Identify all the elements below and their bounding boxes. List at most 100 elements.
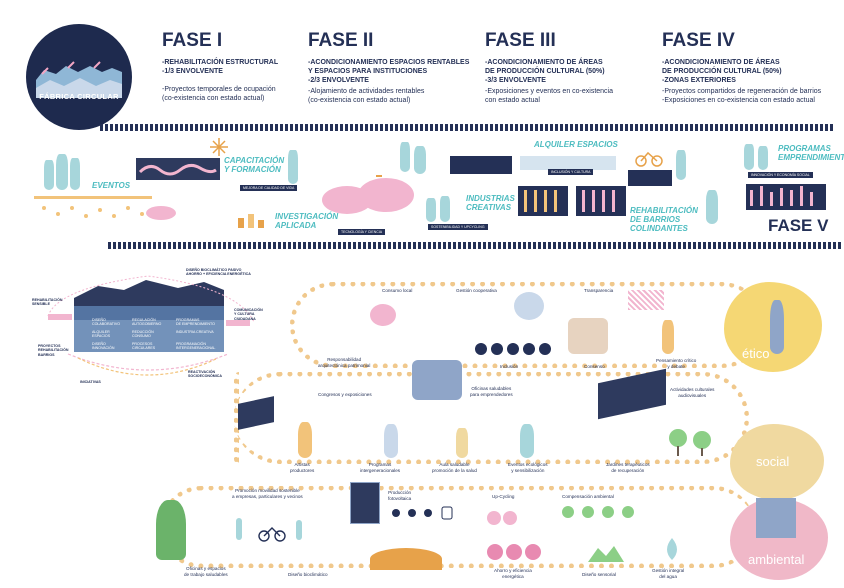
green-facade-image <box>156 500 186 560</box>
cooperative-icon <box>514 292 544 320</box>
upcycling-icon <box>487 511 517 525</box>
diagram-inner-label: PROGRAMACIÓN INTERGENERACIONAL <box>176 342 216 351</box>
mobility-icons <box>236 518 302 542</box>
diagram-inner-label: DISEÑO INNOVACIÓN <box>92 342 115 351</box>
phase-2: FASE II -ACONDICIONAMIENTO ESPACIOS RENT… <box>308 30 469 105</box>
phase-1: FASE I -REHABILITACIÓN ESTRUCTURAL -1/3 … <box>162 30 278 103</box>
person-figure <box>520 424 534 458</box>
diagram-inner-label: PROGRAMAS DE EMPRENDIMIENTO <box>176 318 215 327</box>
band-label-capacitacion: CAPACITACIÓN Y FORMACIÓN <box>224 156 285 174</box>
person-figure <box>426 198 436 222</box>
skyline-image <box>756 498 796 538</box>
person-figure <box>56 154 68 190</box>
phase-3: FASE III -ACONDICIONAMIENTO DE ÁREAS DE … <box>485 30 613 105</box>
phase-line: -3/3 ENVOLVENTE <box>485 77 546 84</box>
diagram-inner-label: PROCESOS CIRCULARES <box>132 342 156 351</box>
etico-loop <box>290 282 765 368</box>
value-label: Jardines terapéuticos de recuperación <box>606 462 650 473</box>
phase-4: FASE IV -ACONDICIONAMIENTO DE ÁREAS DE P… <box>662 30 821 105</box>
value-label: Transparencia <box>584 288 614 293</box>
value-label: Oficinas y espacios de trabajo saludable… <box>184 566 228 577</box>
person-figure <box>706 190 718 224</box>
bioclimatic-image <box>370 548 442 570</box>
bike-icon <box>635 151 663 167</box>
ambiental-blob-label: ambiental <box>748 552 805 567</box>
lab-icon <box>238 214 264 228</box>
phase-line: -REHABILITACIÓN ESTRUCTURAL <box>162 59 279 66</box>
city-skyline <box>746 184 826 210</box>
person-figure <box>744 144 754 170</box>
phase-line: -ZONAS EXTERIORES <box>662 77 736 84</box>
tree-icon <box>669 429 711 456</box>
value-label: Gestión integral del agua <box>652 568 685 579</box>
value-label: Inclusión <box>500 364 519 369</box>
person-figure <box>676 150 686 180</box>
person-figure <box>440 196 450 222</box>
value-label: Gestión cooperativa <box>456 288 497 293</box>
neighborhood-block <box>628 170 672 186</box>
transparency-image <box>628 290 664 310</box>
person-figure <box>288 150 298 184</box>
etico-blob-label: ético <box>742 346 770 361</box>
tech-cluster <box>322 176 414 220</box>
diagram-shapes <box>47 275 255 376</box>
diagram-right-label: REACTIVACIÓN SOCIOECONÓMICA <box>188 370 222 379</box>
value-label: Promoción movilidad sostenible a empresa… <box>232 488 303 499</box>
phase-note: -Alojamiento de actividades rentables <box>308 88 425 95</box>
logo-badge <box>26 24 132 130</box>
efficiency-icons <box>487 544 541 560</box>
phase-line: -1/3 ENVOLVENTE <box>162 68 223 75</box>
value-label: Oficinas saludables para emprendedores <box>470 386 513 397</box>
phase-note: -Proyectos compartidos de regeneración d… <box>662 88 822 95</box>
tag-mejora: MEJORA DE CALIDAD DE VIDA <box>240 185 298 191</box>
energy-icons <box>392 506 453 520</box>
person-figure <box>456 428 468 458</box>
factory-roof-icon <box>36 61 122 98</box>
phase-line: -ACONDICIONAMIENTO DE ÁREAS <box>662 59 780 66</box>
rental-building <box>518 186 568 216</box>
person-figure <box>44 160 54 190</box>
diagram-top-label: DISEÑO BIOCLIMÁTICO PASIVO AHORRO + EFIC… <box>186 268 251 277</box>
person-figure <box>770 300 784 354</box>
value-label: Diseño sensorial <box>582 572 616 577</box>
inclusion-icons <box>475 343 551 355</box>
value-label: Diseño bioclimático <box>288 572 328 577</box>
value-label: Aula saludable promoción de la salud <box>432 462 477 473</box>
tag-sostenibilidad: SOSTENIBILIDAD Y UPCYCLING <box>428 224 488 230</box>
value-label: Pensamiento crítico y debate <box>656 358 697 369</box>
timeline-rail-top <box>100 124 834 131</box>
tag-innovacion: INNOVACIÓN Y ECONOMÍA SOCIAL <box>748 172 813 178</box>
value-label: Responsabilidad arquitectónica patrimoni… <box>318 357 371 368</box>
fase-v-label: FASE V <box>768 216 829 235</box>
logo-text: FÁBRICA CIRCULAR <box>39 92 119 101</box>
band-label-alquiler: ALQUILER ESPACIOS <box>534 140 618 149</box>
food-icon <box>370 304 396 326</box>
person-figure <box>298 422 312 458</box>
phase-title: FASE I <box>162 30 223 51</box>
value-label: Programas intergeneracionales <box>360 462 401 473</box>
diagram-bottom-label: INICIATIVAS <box>80 380 101 384</box>
diagram-inner-label: ALQUILER ESPACIOS <box>92 330 111 339</box>
social-blob <box>730 424 824 500</box>
band-label-investigacion: INVESTIGACIÓN APLICADA <box>275 212 339 230</box>
diagram-left-label: PROYECTOS REHABILITACIÓN BARRIOS <box>38 344 69 357</box>
phase-title: FASE IV <box>662 30 735 51</box>
spark-icon <box>210 138 228 156</box>
compensation-trees <box>562 506 634 518</box>
timeline-rail-bottom <box>108 242 842 249</box>
social-blob-label: social <box>756 454 790 469</box>
band-label-eventos: EVENTOS <box>92 181 131 190</box>
value-label: Congresos y exposiciones <box>318 392 372 397</box>
phase-note: -Proyectos temporales de ocupación <box>162 86 276 93</box>
value-label: Compensación ambiental <box>562 494 614 499</box>
value-label: Producción fotovoltaica <box>388 490 412 501</box>
band-label-industrias: INDUSTRIAS CREATIVAS <box>466 194 515 212</box>
sensory-icon <box>588 546 624 562</box>
value-label: Eventos ecológicos y sensibilización <box>508 462 548 473</box>
diagram-right-label: COMUNICACIÓN Y CULTURA CIUDADANA <box>234 308 263 321</box>
phase-line: -ACONDICIONAMIENTO ESPACIOS RENTABLES <box>308 59 470 66</box>
value-label: Artistas productores <box>290 462 315 473</box>
tag-tecnologia: TECNOLOGÍA Y CIENCIA <box>338 229 386 235</box>
phase-title: FASE II <box>308 30 374 51</box>
solar-panel-image <box>350 482 380 524</box>
